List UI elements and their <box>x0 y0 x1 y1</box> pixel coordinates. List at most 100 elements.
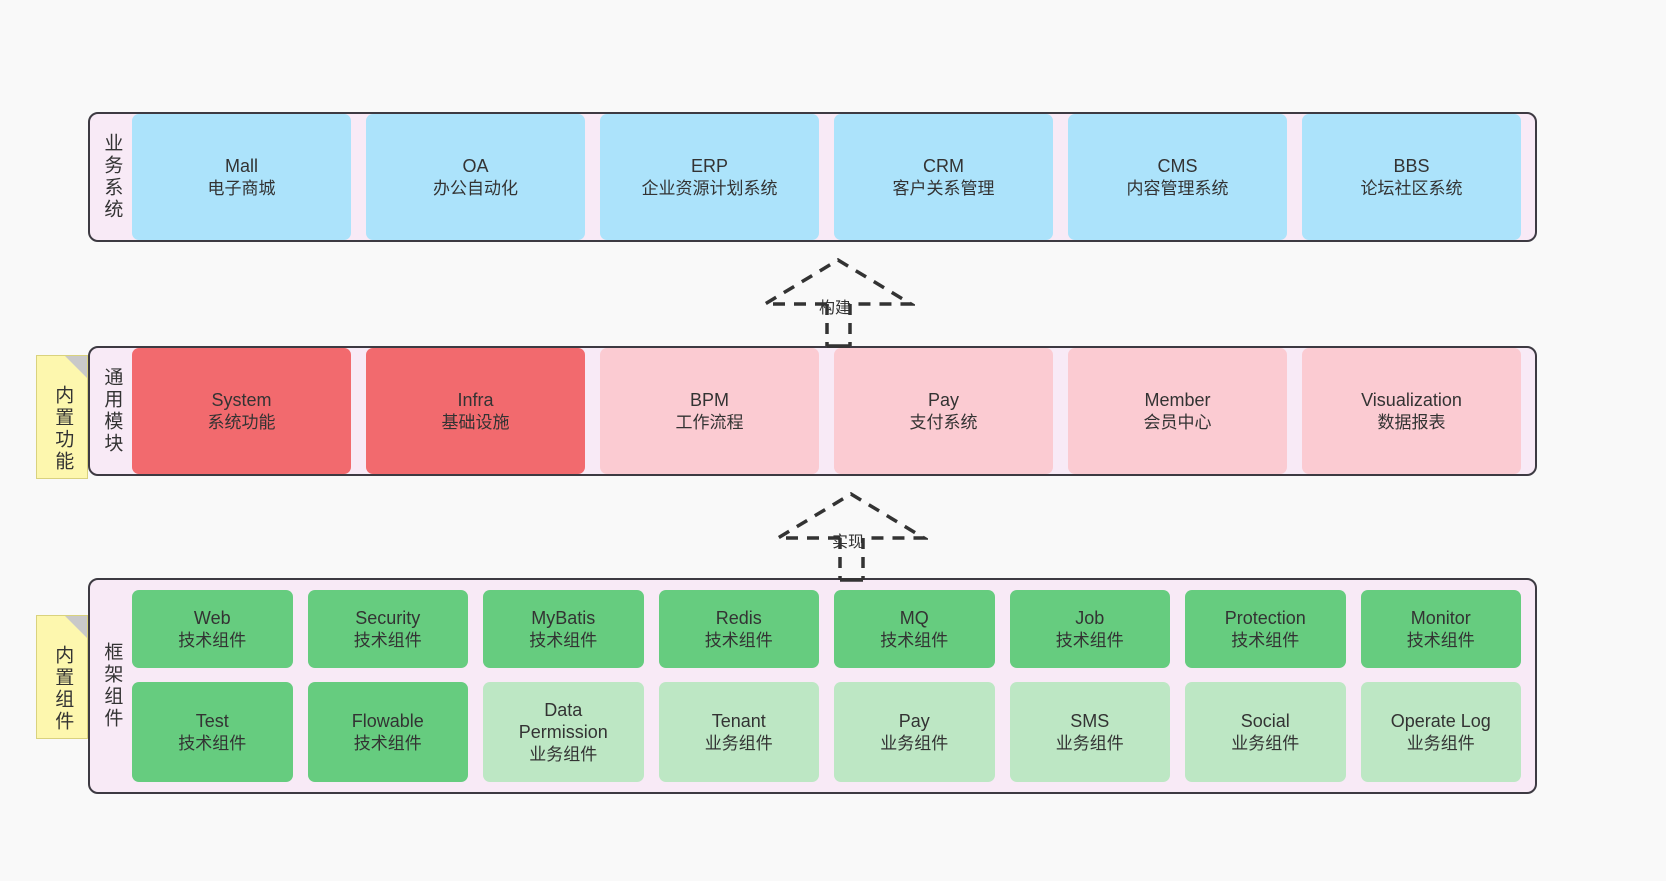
card-title-en: SMS <box>1070 711 1110 731</box>
layer-title-text: 通用模块 <box>101 367 123 455</box>
card-title-cn: 技术组件 <box>178 630 247 650</box>
card-title-cn: 基础设施 <box>441 412 510 432</box>
sticky-note-text: 内置组件 <box>52 645 74 733</box>
card-security[interactable]: Security 技术组件 <box>307 590 468 668</box>
connector-implement-label: 实现 <box>832 534 865 551</box>
card-title-cn: 业务组件 <box>704 733 773 753</box>
card-title-en: Flowable <box>351 711 424 731</box>
card-title-en: CRM <box>923 156 964 177</box>
card-redis[interactable]: Redis 技术组件 <box>658 590 819 668</box>
card-title-cn: 技术组件 <box>1406 630 1475 650</box>
card-bpm[interactable]: BPM 工作流程 <box>600 348 819 474</box>
card-protection[interactable]: Protection 技术组件 <box>1185 590 1346 668</box>
card-title-cn: 数据报表 <box>1377 412 1446 432</box>
card-title-cn: 系统功能 <box>207 412 276 432</box>
card-title-en: ERP <box>690 156 728 177</box>
card-bbs[interactable]: BBS 论坛社区系统 <box>1302 114 1521 240</box>
card-cms[interactable]: CMS 内容管理系统 <box>1068 114 1287 240</box>
sticky-note-text: 内置功能 <box>52 385 74 473</box>
card-title-cn: 技术组件 <box>1231 630 1300 650</box>
card-title-en: System <box>211 390 272 411</box>
card-title-cn: 业务组件 <box>529 744 598 764</box>
card-title-en: Tenant <box>711 711 766 731</box>
card-title-en: Data Permission <box>518 699 608 743</box>
card-mq[interactable]: MQ 技术组件 <box>834 590 995 668</box>
build-arrow-icon <box>758 257 918 348</box>
card-social[interactable]: Social 业务组件 <box>1185 681 1346 782</box>
card-title-cn: 技术组件 <box>529 630 598 650</box>
card-title-cn: 技术组件 <box>704 630 773 650</box>
card-row: Mall 电子商城 OA 办公自动化 ERP 企业资源计划系统 CRM 客户关系… <box>132 114 1521 240</box>
card-title-en: Security <box>355 608 421 628</box>
card-title-en: BPM <box>689 390 729 411</box>
card-title-cn: 内容管理系统 <box>1126 178 1229 198</box>
card-title-cn: 办公自动化 <box>433 178 518 198</box>
card-member[interactable]: Member 会员中心 <box>1068 348 1287 474</box>
card-sms[interactable]: SMS 业务组件 <box>1009 681 1170 782</box>
card-row: System 系统功能 Infra 基础设施 BPM 工作流程 Pay 支付系统… <box>132 348 1521 474</box>
card-title-cn: 业务组件 <box>880 733 949 753</box>
card-title-cn: 技术组件 <box>880 630 949 650</box>
layer-title-common-module: 通用模块 <box>90 348 132 474</box>
card-title-en: Member <box>1144 390 1211 411</box>
card-title-en: OA <box>462 156 489 177</box>
card-title-cn: 技术组件 <box>1055 630 1124 650</box>
card-title-cn: 技术组件 <box>353 630 422 650</box>
card-title-en: Pay <box>898 711 930 731</box>
card-title-cn: 技术组件 <box>178 733 247 753</box>
layer-title-business-system: 业务系统 <box>90 114 132 240</box>
card-tenant[interactable]: Tenant 业务组件 <box>658 681 819 782</box>
implement-arrow-icon <box>771 491 931 582</box>
sticky-note-builtin-component: 内置组件 <box>36 615 88 739</box>
card-system[interactable]: System 系统功能 <box>132 348 351 474</box>
card-title-en: Infra <box>457 390 494 411</box>
card-mall[interactable]: Mall 电子商城 <box>132 114 351 240</box>
card-title-en: Web <box>193 608 231 628</box>
card-title-cn: 业务组件 <box>1231 733 1300 753</box>
card-web[interactable]: Web 技术组件 <box>132 590 293 668</box>
card-mybatis[interactable]: MyBatis 技术组件 <box>483 590 644 668</box>
cards-area-common-module: System 系统功能 Infra 基础设施 BPM 工作流程 Pay 支付系统… <box>132 348 1535 474</box>
connector-implement: 实现 <box>768 491 931 582</box>
connector-build: 构建 <box>755 257 918 348</box>
card-title-en: Visualization <box>1361 390 1462 411</box>
card-crm[interactable]: CRM 客户关系管理 <box>834 114 1053 240</box>
card-operate-log[interactable]: Operate Log 业务组件 <box>1360 681 1521 782</box>
card-title-en: Pay <box>927 390 960 411</box>
card-title-cn: 业务组件 <box>1406 733 1475 753</box>
cards-area-framework-component: Web 技术组件 Security 技术组件 MyBatis 技术组件 Redi… <box>132 580 1535 792</box>
card-title-en: Job <box>1075 608 1105 628</box>
card-pay-component[interactable]: Pay 业务组件 <box>834 681 995 782</box>
card-erp[interactable]: ERP 企业资源计划系统 <box>600 114 819 240</box>
card-pay-module[interactable]: Pay 支付系统 <box>834 348 1053 474</box>
layer-title-framework-component: 框架组件 <box>90 580 132 792</box>
layer-title-text: 框架组件 <box>101 642 123 730</box>
note-fold-corner-icon <box>65 356 87 378</box>
card-title-en: Operate Log <box>1390 711 1491 731</box>
card-oa[interactable]: OA 办公自动化 <box>366 114 585 240</box>
card-data-permission[interactable]: Data Permission 业务组件 <box>483 681 644 782</box>
card-title-cn: 工作流程 <box>675 412 744 432</box>
note-fold-corner-icon <box>65 616 87 638</box>
card-flowable[interactable]: Flowable 技术组件 <box>307 681 468 782</box>
card-title-cn: 支付系统 <box>909 412 978 432</box>
cards-area-business-system: Mall 电子商城 OA 办公自动化 ERP 企业资源计划系统 CRM 客户关系… <box>132 114 1535 240</box>
card-title-cn: 客户关系管理 <box>892 178 995 198</box>
layer-common-module: 通用模块 System 系统功能 Infra 基础设施 BPM 工作流程 Pay <box>88 346 1537 476</box>
card-row: Web 技术组件 Security 技术组件 MyBatis 技术组件 Redi… <box>132 590 1521 668</box>
card-title-en: Test <box>195 711 229 731</box>
card-title-cn: 会员中心 <box>1143 412 1212 432</box>
card-title-en: Redis <box>715 608 762 628</box>
card-visualization[interactable]: Visualization 数据报表 <box>1302 348 1521 474</box>
card-job[interactable]: Job 技术组件 <box>1009 590 1170 668</box>
card-monitor[interactable]: Monitor 技术组件 <box>1360 590 1521 668</box>
card-test[interactable]: Test 技术组件 <box>132 681 293 782</box>
card-title-en: BBS <box>1393 156 1430 177</box>
card-title-cn: 业务组件 <box>1055 733 1124 753</box>
layer-business-system: 业务系统 Mall 电子商城 OA 办公自动化 ERP 企业资源计划系统 CRM <box>88 112 1537 242</box>
card-infra[interactable]: Infra 基础设施 <box>366 348 585 474</box>
card-title-en: CMS <box>1157 156 1198 177</box>
card-title-cn: 论坛社区系统 <box>1360 178 1463 198</box>
layer-framework-component: 框架组件 Web 技术组件 Security 技术组件 MyBatis 技术组件… <box>88 578 1537 794</box>
